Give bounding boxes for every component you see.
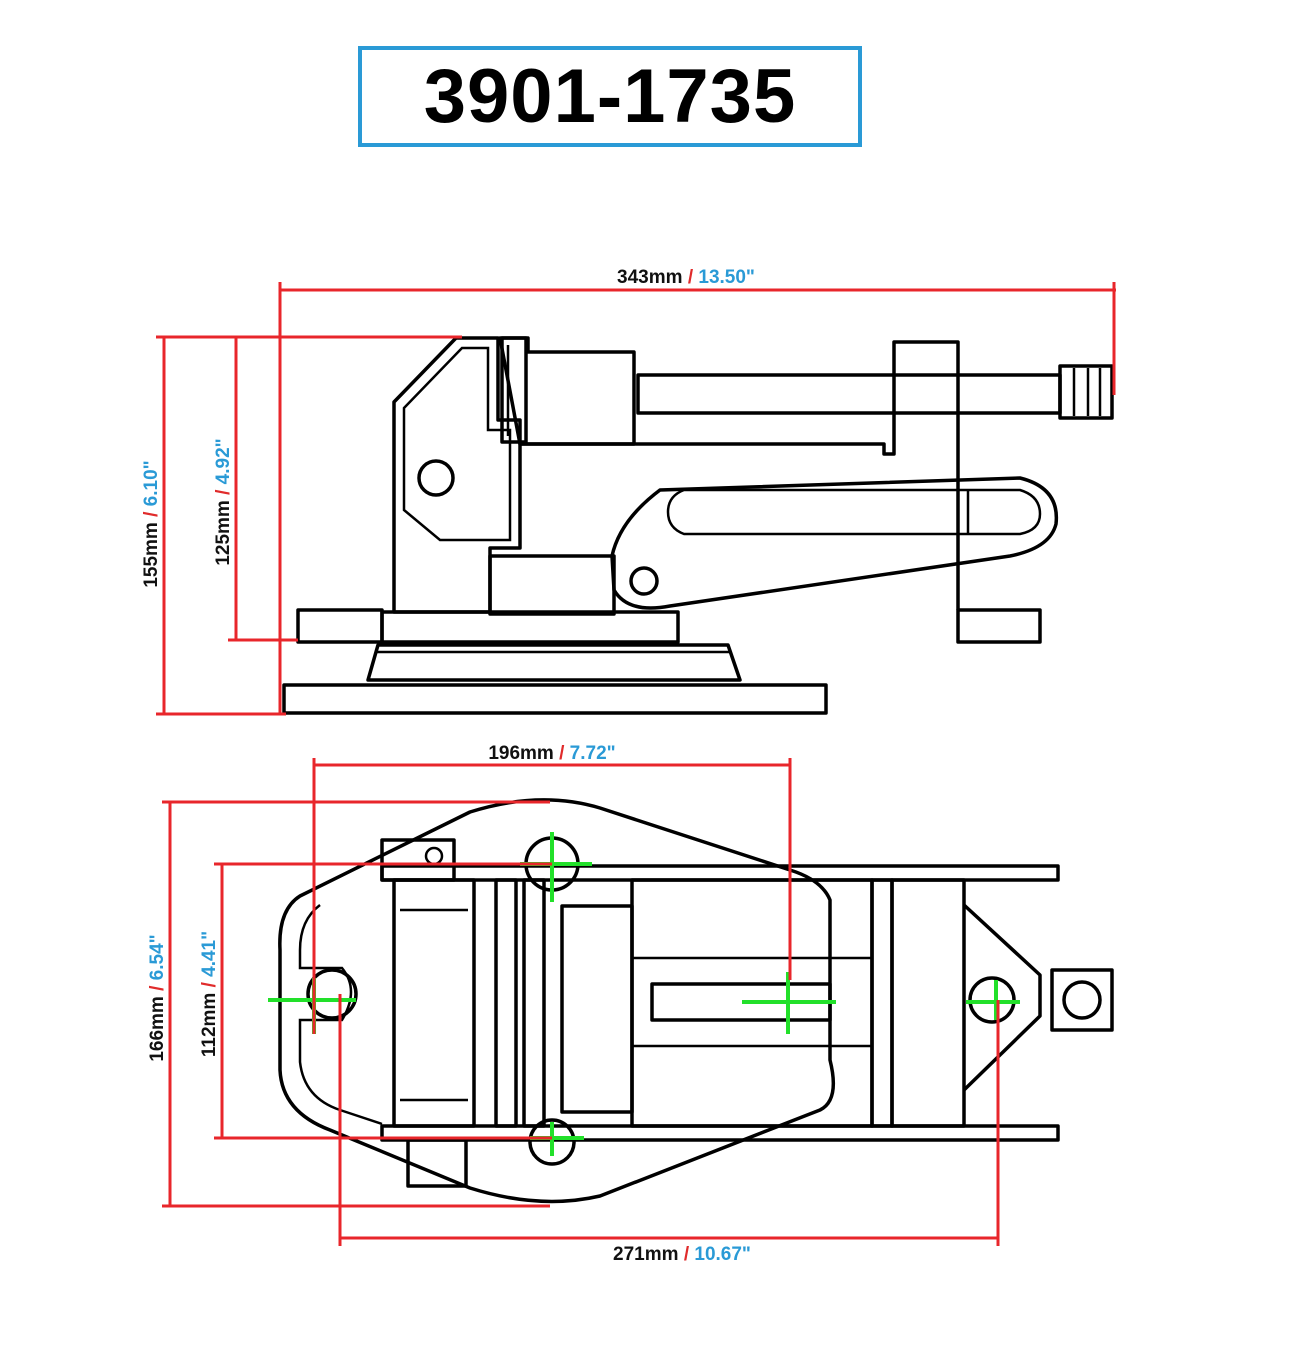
- body-rail: [380, 610, 680, 644]
- right-base-wing: [962, 903, 1042, 1092]
- swivel-base-outline: [278, 798, 836, 1204]
- movable-jaw-top: [560, 904, 634, 1114]
- part-number-title: 3901-1735: [423, 53, 797, 139]
- dim-label-112: 112mm / 4.41": [199, 931, 220, 1057]
- jaw-lock-lower: [406, 1138, 468, 1188]
- dim-label-125: 125mm / 4.92": [213, 438, 234, 565]
- screw-end-top: [1050, 968, 1114, 1032]
- screw-rod: [636, 373, 1062, 415]
- center-marks: [268, 832, 1020, 1156]
- lower-nut: [528, 1118, 576, 1166]
- title-box: 3901-1735: [358, 46, 862, 147]
- lever-pivot: [629, 566, 659, 596]
- dim-label-155: 155mm / 6.10": [141, 460, 162, 587]
- dim-label-343: 343mm / 13.50": [617, 267, 755, 288]
- fixed-jaw: [392, 336, 522, 614]
- swivel-base: [366, 643, 742, 682]
- left-slot: [306, 968, 358, 1020]
- top-dimensions: [162, 758, 1000, 1246]
- lever-slot: [666, 488, 1042, 536]
- top-rail: [380, 864, 1060, 882]
- side-view: [282, 336, 1114, 715]
- rear-block: [890, 878, 966, 1128]
- lever-arm: [610, 476, 1059, 610]
- base-plate: [282, 683, 828, 715]
- pivot-hole: [417, 459, 455, 497]
- swivel-neck: [488, 554, 616, 616]
- dim-label-271: 271mm / 10.67": [613, 1244, 751, 1265]
- slide: [520, 340, 960, 610]
- left-foot: [296, 608, 384, 644]
- screw-end: [1058, 364, 1114, 420]
- dim-label-166: 166mm / 6.54": [147, 934, 168, 1061]
- fixed-jaw-top: [392, 878, 476, 1128]
- right-foot: [956, 608, 1042, 644]
- side-dimensions: [156, 282, 1116, 716]
- jaw-lock: [380, 838, 456, 882]
- dim-label-196: 196mm / 7.72": [488, 743, 615, 764]
